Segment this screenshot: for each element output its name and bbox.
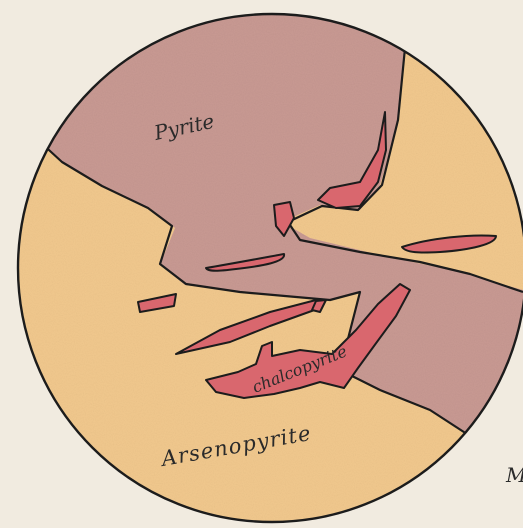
corner-mark: M — [505, 463, 523, 487]
